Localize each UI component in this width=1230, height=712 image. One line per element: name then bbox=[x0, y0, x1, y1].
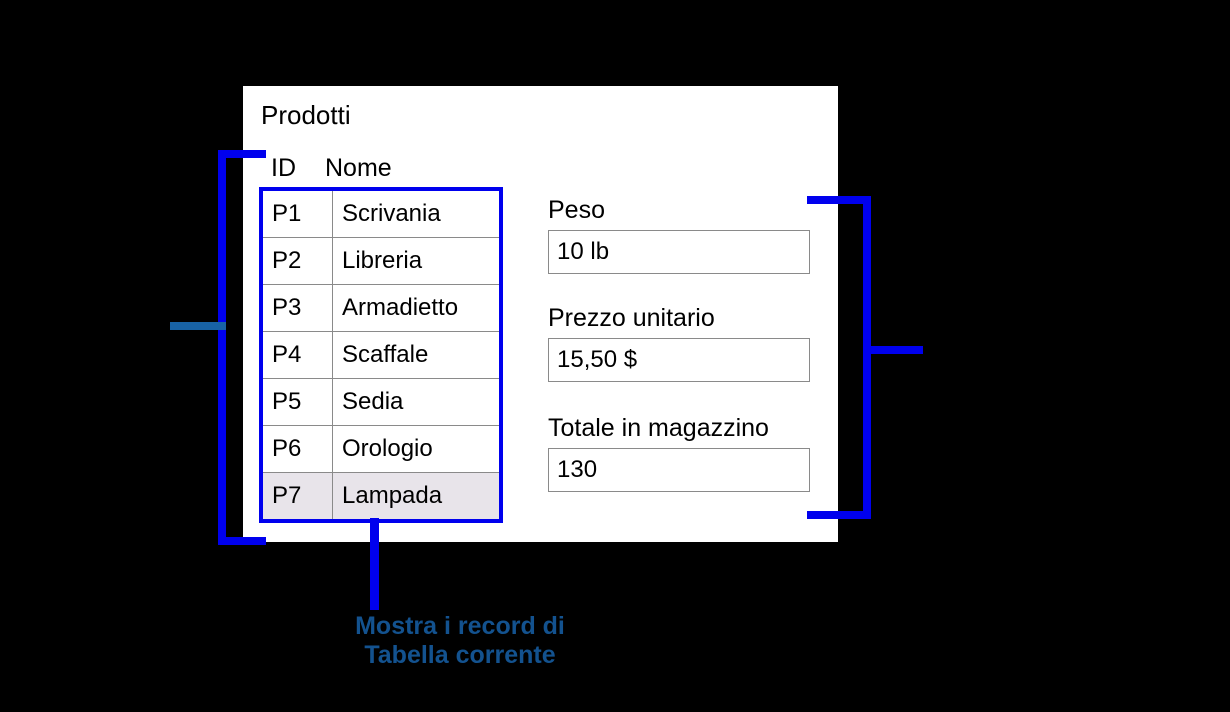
records-table-body: P1 Scrivania P2 Libreria P3 Armadietto P… bbox=[263, 191, 499, 519]
field-totale-in-magazzino: Totale in magazzino 130 bbox=[548, 414, 810, 492]
caption-connector-line bbox=[370, 518, 379, 610]
cell-id: P1 bbox=[263, 191, 333, 238]
callout-caption: Mostra i record di Tabella corrente bbox=[240, 612, 680, 670]
right-bracket-bottom-arm bbox=[807, 511, 871, 519]
table-row-selected[interactable]: P7 Lampada bbox=[263, 472, 499, 519]
records-table: P1 Scrivania P2 Libreria P3 Armadietto P… bbox=[263, 191, 499, 519]
right-bracket-stem bbox=[863, 196, 871, 519]
cell-id: P5 bbox=[263, 378, 333, 426]
table-row[interactable]: P3 Armadietto bbox=[263, 284, 499, 332]
cell-nome: Scaffale bbox=[332, 331, 499, 379]
right-bracket-top-arm bbox=[807, 196, 871, 204]
field-peso: Peso 10 lb bbox=[548, 196, 810, 274]
table-row[interactable]: P4 Scaffale bbox=[263, 331, 499, 379]
cell-nome: Orologio bbox=[332, 425, 499, 473]
left-bracket-stem bbox=[218, 150, 226, 545]
callout-caption-line1: Mostra i record di bbox=[355, 612, 565, 640]
left-bracket-top-arm bbox=[218, 150, 266, 158]
cell-id: P6 bbox=[263, 425, 333, 473]
cell-id: P2 bbox=[263, 237, 333, 285]
field-label-totale-in-magazzino: Totale in magazzino bbox=[548, 414, 769, 442]
callout-caption-line2: Tabella corrente bbox=[364, 640, 556, 669]
field-label-peso: Peso bbox=[548, 196, 605, 224]
cell-nome: Armadietto bbox=[332, 284, 499, 332]
cell-nome: Sedia bbox=[332, 378, 499, 426]
column-header-nome: Nome bbox=[325, 154, 392, 182]
cell-nome: Lampada bbox=[332, 472, 499, 519]
column-header-id: ID bbox=[271, 154, 296, 182]
left-bracket-leader-line bbox=[170, 322, 226, 330]
field-value-totale-in-magazzino[interactable]: 130 bbox=[548, 448, 810, 492]
cell-id: P3 bbox=[263, 284, 333, 332]
cell-id: P4 bbox=[263, 331, 333, 379]
left-bracket-bottom-arm bbox=[218, 537, 266, 545]
field-value-prezzo-unitario[interactable]: 15,50 $ bbox=[548, 338, 810, 382]
page-title: Prodotti bbox=[261, 100, 351, 130]
right-bracket-leader-line bbox=[871, 346, 923, 354]
table-row[interactable]: P1 Scrivania bbox=[263, 191, 499, 238]
cell-nome: Libreria bbox=[332, 237, 499, 285]
table-row[interactable]: P6 Orologio bbox=[263, 425, 499, 473]
records-grid: P1 Scrivania P2 Libreria P3 Armadietto P… bbox=[259, 187, 503, 523]
cell-nome: Scrivania bbox=[332, 191, 499, 238]
table-row[interactable]: P2 Libreria bbox=[263, 237, 499, 285]
field-prezzo-unitario: Prezzo unitario 15,50 $ bbox=[548, 304, 810, 382]
field-label-prezzo-unitario: Prezzo unitario bbox=[548, 304, 715, 332]
cell-id: P7 bbox=[263, 472, 333, 519]
table-row[interactable]: P5 Sedia bbox=[263, 378, 499, 426]
product-record-card: Prodotti ID Nome P1 Scrivania P2 Libreri… bbox=[243, 86, 838, 542]
field-value-peso[interactable]: 10 lb bbox=[548, 230, 810, 274]
